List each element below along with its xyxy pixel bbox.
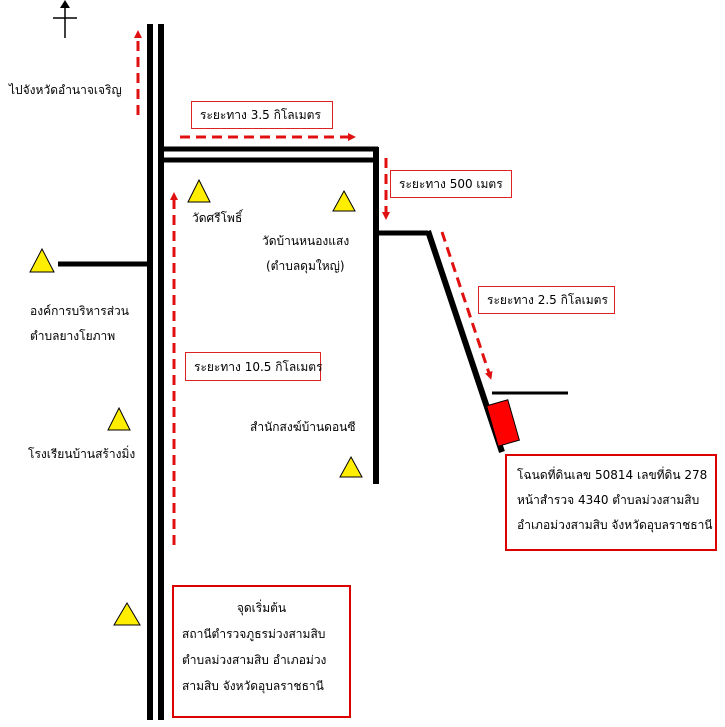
distance-10-5km-box: ระยะทาง 10.5 กิโลเมตร xyxy=(185,352,323,381)
wat-nong-saeng-icon xyxy=(332,189,356,212)
destination-line3: อำเภอม่วงสามสิบ จังหวัดอุบลราชธานี xyxy=(517,518,713,532)
start-point-line3: สามสิบ จังหวัดอุบลราชธานี xyxy=(182,679,324,693)
school-label: โรงเรียนบ้านสร้างมิ่ง xyxy=(28,447,136,461)
distance-3-5km-text: ระยะทาง 3.5 กิโลเมตร xyxy=(200,108,321,122)
wat-si-pho-icon xyxy=(187,178,211,203)
destination-box: โฉนดที่ดินเลข 50814 เลขที่ดิน 278 หน้าสำ… xyxy=(505,454,717,551)
north-arrow-icon xyxy=(53,0,77,38)
to-amnat-label: ไปจังหวัดอำนาจเจริญ xyxy=(9,83,122,97)
start-point-line2: ตำบลม่วงสามสิบ อำเภอม่วง xyxy=(182,653,327,667)
distance-3-5km-box: ระยะทาง 3.5 กิโลเมตร xyxy=(191,101,333,129)
police-station-icon xyxy=(113,602,141,626)
destination-line1: โฉนดที่ดินเลข 50814 เลขที่ดิน 278 xyxy=(517,468,708,482)
monastery-icon xyxy=(339,455,363,478)
start-point-title: จุดเริ่มต้น xyxy=(236,601,287,615)
distance-500m-text: ระยะทาง 500 เมตร xyxy=(399,177,503,191)
distance-2-5km-text: ระยะทาง 2.5 กิโลเมตร xyxy=(487,293,608,307)
landmark-triangles xyxy=(29,178,363,626)
destination-marker xyxy=(486,399,520,447)
tao-label-line2: ตำบลยางโยภาพ xyxy=(30,329,116,343)
monastery-label: สำนักสงฆ์บ้านดอนซี xyxy=(250,420,356,434)
wat-si-pho-label: วัดศรีโพธิ์ xyxy=(192,211,243,225)
start-point-line1: สถานีตำรวจภูธรม่วงสามสิบ xyxy=(182,627,326,641)
distance-10-5km-text: ระยะทาง 10.5 กิโลเมตร xyxy=(194,360,323,374)
school-icon xyxy=(107,406,131,431)
destination-line2: หน้าสำรวจ 4340 ตำบลม่วงสามสิบ xyxy=(517,493,700,507)
route-arrows xyxy=(134,30,493,545)
wat-nong-saeng-label: วัดบ้านหนองแสง xyxy=(262,234,350,248)
tao-label-line1: องค์การบริหารส่วน xyxy=(30,304,129,318)
arrow-2-5km xyxy=(440,231,493,380)
distance-2-5km-box: ระยะทาง 2.5 กิโลเมตร xyxy=(478,286,615,314)
start-point-box: จุดเริ่มต้น สถานีตำรวจภูธรม่วงสามสิบ ตำบ… xyxy=(172,585,351,718)
tao-icon xyxy=(29,247,55,273)
tambon-dum-yai-label: (ตำบลดุมใหญ่) xyxy=(266,259,345,273)
distance-500m-box: ระยะทาง 500 เมตร xyxy=(390,170,512,198)
